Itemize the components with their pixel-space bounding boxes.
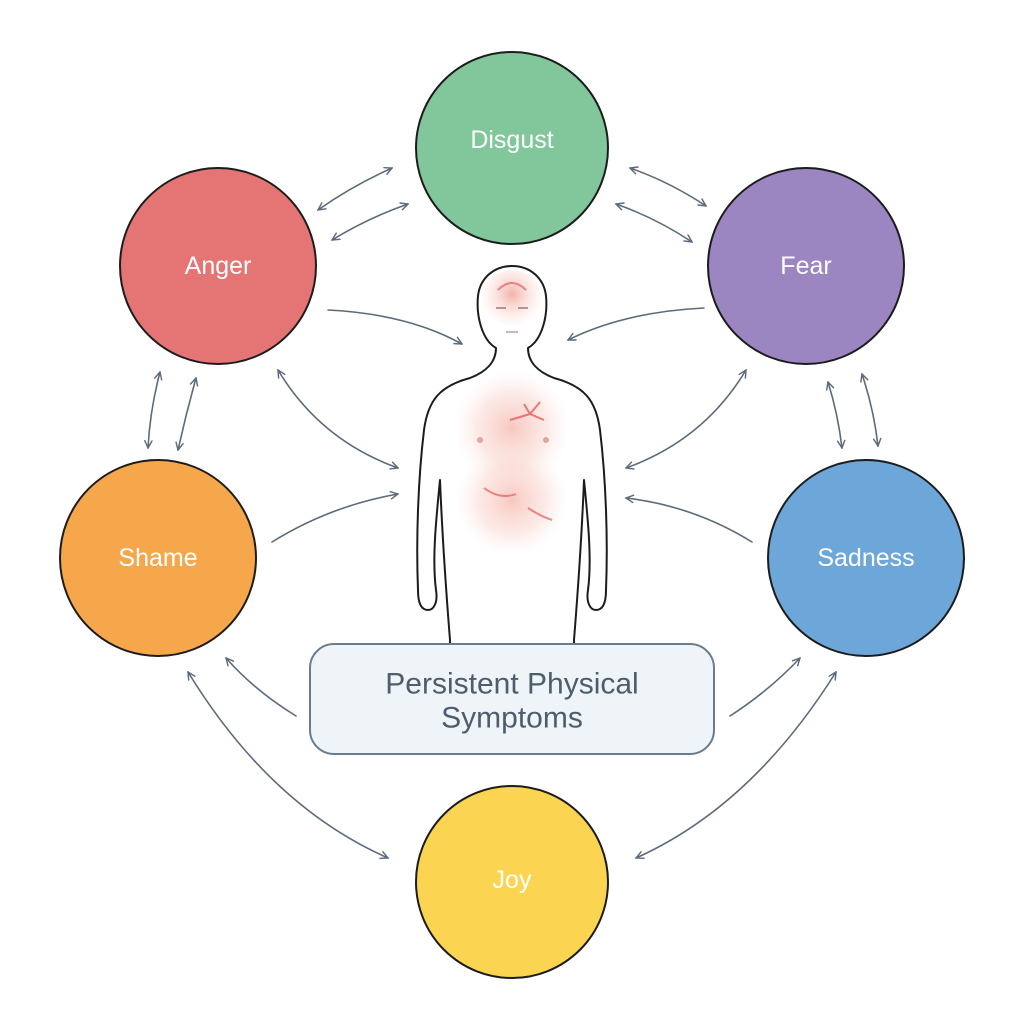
arrow-disgust-fear-2 bbox=[616, 204, 692, 242]
arrow-shame-joy bbox=[188, 672, 388, 858]
fear-circle bbox=[707, 167, 905, 365]
sadness-label: Sadness bbox=[817, 544, 914, 572]
arrow-anger-shame-2 bbox=[178, 378, 196, 450]
arrow-fear-sadness-1 bbox=[828, 382, 842, 448]
right-nipple bbox=[543, 437, 549, 443]
arrow-anger-disgust-1 bbox=[318, 168, 392, 210]
fear-label: Fear bbox=[780, 252, 831, 280]
arrow-sadness-joy bbox=[636, 672, 836, 858]
arrow-symptoms-sadness bbox=[729, 658, 800, 717]
abdomen-pain-glow bbox=[456, 444, 568, 556]
joy-label: Joy bbox=[493, 866, 532, 894]
arrow-anger-body-chest bbox=[278, 370, 398, 468]
emotion-node-anger: Anger bbox=[119, 167, 317, 365]
arrow-anger-shame-1 bbox=[148, 372, 160, 448]
shame-circle bbox=[59, 459, 257, 657]
emotion-node-joy: Joy bbox=[415, 785, 609, 979]
symptoms-box-frame bbox=[309, 643, 715, 755]
anger-label: Anger bbox=[185, 252, 252, 280]
chest-pain-mark bbox=[509, 401, 545, 421]
arrow-fear-body-chest bbox=[626, 370, 746, 468]
forehead-pain-mark bbox=[497, 282, 527, 291]
shame-label: Shame bbox=[118, 544, 197, 572]
human-body-figure bbox=[416, 265, 608, 713]
symptoms-label-line2: Symptoms bbox=[441, 702, 583, 735]
arrow-sadness-body bbox=[626, 498, 753, 543]
emotion-node-disgust: Disgust bbox=[415, 51, 609, 245]
sadness-circle bbox=[767, 459, 965, 657]
left-nipple bbox=[477, 437, 483, 443]
joy-circle bbox=[415, 785, 609, 979]
disgust-label: Disgust bbox=[470, 126, 553, 154]
arrow-disgust-fear-1 bbox=[630, 168, 706, 206]
arrow-anger-disgust-2 bbox=[332, 204, 408, 240]
emotion-node-shame: Shame bbox=[59, 459, 257, 657]
emotion-node-fear: Fear bbox=[707, 167, 905, 365]
arrow-symptoms-shame bbox=[226, 658, 297, 717]
head-pain-glow bbox=[482, 270, 542, 330]
connection-arrows bbox=[148, 168, 878, 858]
symptoms-label-line1: Persistent Physical bbox=[385, 668, 638, 701]
stomach-pain-mark bbox=[483, 487, 553, 521]
disgust-circle bbox=[415, 51, 609, 245]
arrow-fear-body-top bbox=[568, 307, 705, 341]
arrow-fear-sadness-2 bbox=[862, 374, 878, 446]
emotion-node-sadness: Sadness bbox=[767, 459, 965, 657]
arrow-shame-body bbox=[271, 494, 398, 543]
symptoms-box: Persistent Physical Symptoms bbox=[309, 643, 715, 755]
anger-circle bbox=[119, 167, 317, 365]
arrow-anger-body-top bbox=[327, 309, 462, 345]
